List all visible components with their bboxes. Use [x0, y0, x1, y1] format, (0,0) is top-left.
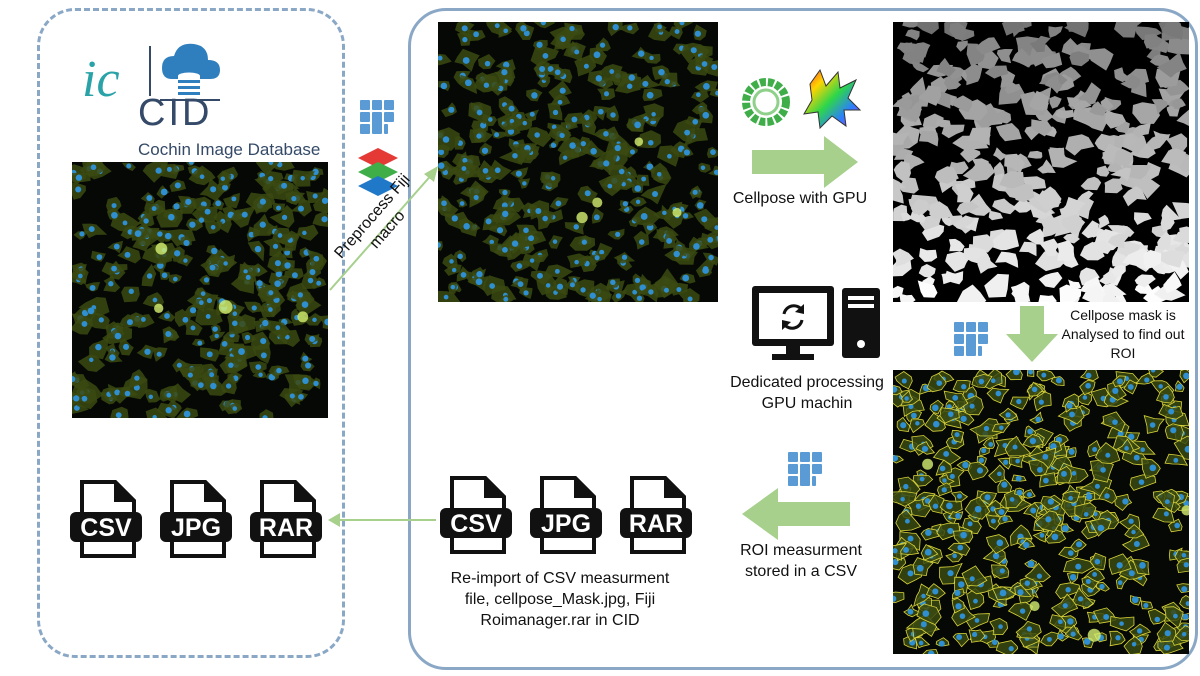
roi-measurement-arrow [740, 486, 852, 542]
roi-measurement-label-line1: ROI measurment [740, 542, 862, 559]
file-type-label: RAR [259, 514, 313, 542]
mask-analysis-arrow [1004, 306, 1060, 364]
roi-cells [893, 370, 1189, 654]
mask-analysis-label-line2: Analysed to find out [1061, 326, 1185, 342]
mask-cells [893, 22, 1189, 302]
cellpose-label: Cellpose with GPU [732, 190, 868, 207]
roi-overlay-image [893, 370, 1189, 654]
cloud-database-icon [160, 43, 220, 101]
reimport-label-line1: Re-import of CSV measurment [450, 570, 670, 587]
reimport-arrow [326, 510, 438, 530]
raw-cells [72, 162, 328, 418]
roi-measurement-label-line2: stored in a CSV [744, 563, 858, 580]
cid-logo: ic CID Cochin Image Database [80, 34, 330, 164]
processing-panel [408, 8, 1198, 670]
fiji-icon [952, 318, 994, 358]
mask-analysis-label: Cellpose mask is Analysed to find out RO… [1050, 306, 1196, 363]
mask-analysis-label-line3: ROI [1110, 345, 1136, 361]
machine-label-line1: Dedicated processing [730, 374, 884, 391]
machine-label: Dedicated processing GPU machin [712, 372, 902, 414]
file-type-label: RAR [629, 510, 683, 538]
mask-analysis-label-line1: Cellpose mask is [1070, 307, 1176, 323]
cellpose-mask-image [893, 22, 1189, 302]
file-type-label: CSV [450, 510, 502, 538]
file-rar-icon: RAR [620, 474, 692, 556]
computer-gpu-icon [750, 286, 884, 362]
machine-label-line2: GPU machin [761, 395, 853, 412]
raw-microscopy-image [72, 162, 328, 418]
file-jpg-icon: JPG [530, 474, 602, 556]
ic-mark: ic [82, 51, 120, 108]
preprocessed-cells [438, 22, 718, 302]
cid-full-name: Cochin Image Database [138, 140, 321, 159]
file-type-label: JPG [541, 510, 591, 538]
cellpose-ring-icon [738, 74, 794, 130]
layers-stack-icon [356, 144, 400, 200]
preprocessed-microscopy-image [438, 22, 718, 302]
file-jpg-icon: JPG [160, 478, 232, 560]
fiji-icon-graphic [360, 100, 394, 134]
preprocess-arrow [320, 160, 450, 300]
file-csv-icon: CSV [440, 474, 512, 556]
cid-short-name: CID [138, 92, 213, 134]
cellpose-cell-icon [800, 66, 864, 132]
file-type-label: JPG [171, 514, 221, 542]
reimport-label-line2: file, cellpose_Mask.jpg, Fiji [464, 591, 656, 608]
cellpose-arrow [752, 134, 862, 190]
file-csv-icon: CSV [70, 478, 142, 560]
fiji-icon [786, 448, 828, 488]
cid-logo-graphic: ic [82, 43, 220, 108]
cid-panel [37, 8, 345, 658]
reimport-label: Re-import of CSV measurment file, cellpo… [420, 568, 700, 631]
file-rar-icon: RAR [250, 478, 322, 560]
roi-measurement-label: ROI measurment stored in a CSV [716, 540, 886, 582]
reimport-label-line3: Roimanager.rar in CID [480, 612, 640, 629]
fiji-icon [358, 96, 400, 136]
file-type-label: CSV [80, 514, 132, 542]
